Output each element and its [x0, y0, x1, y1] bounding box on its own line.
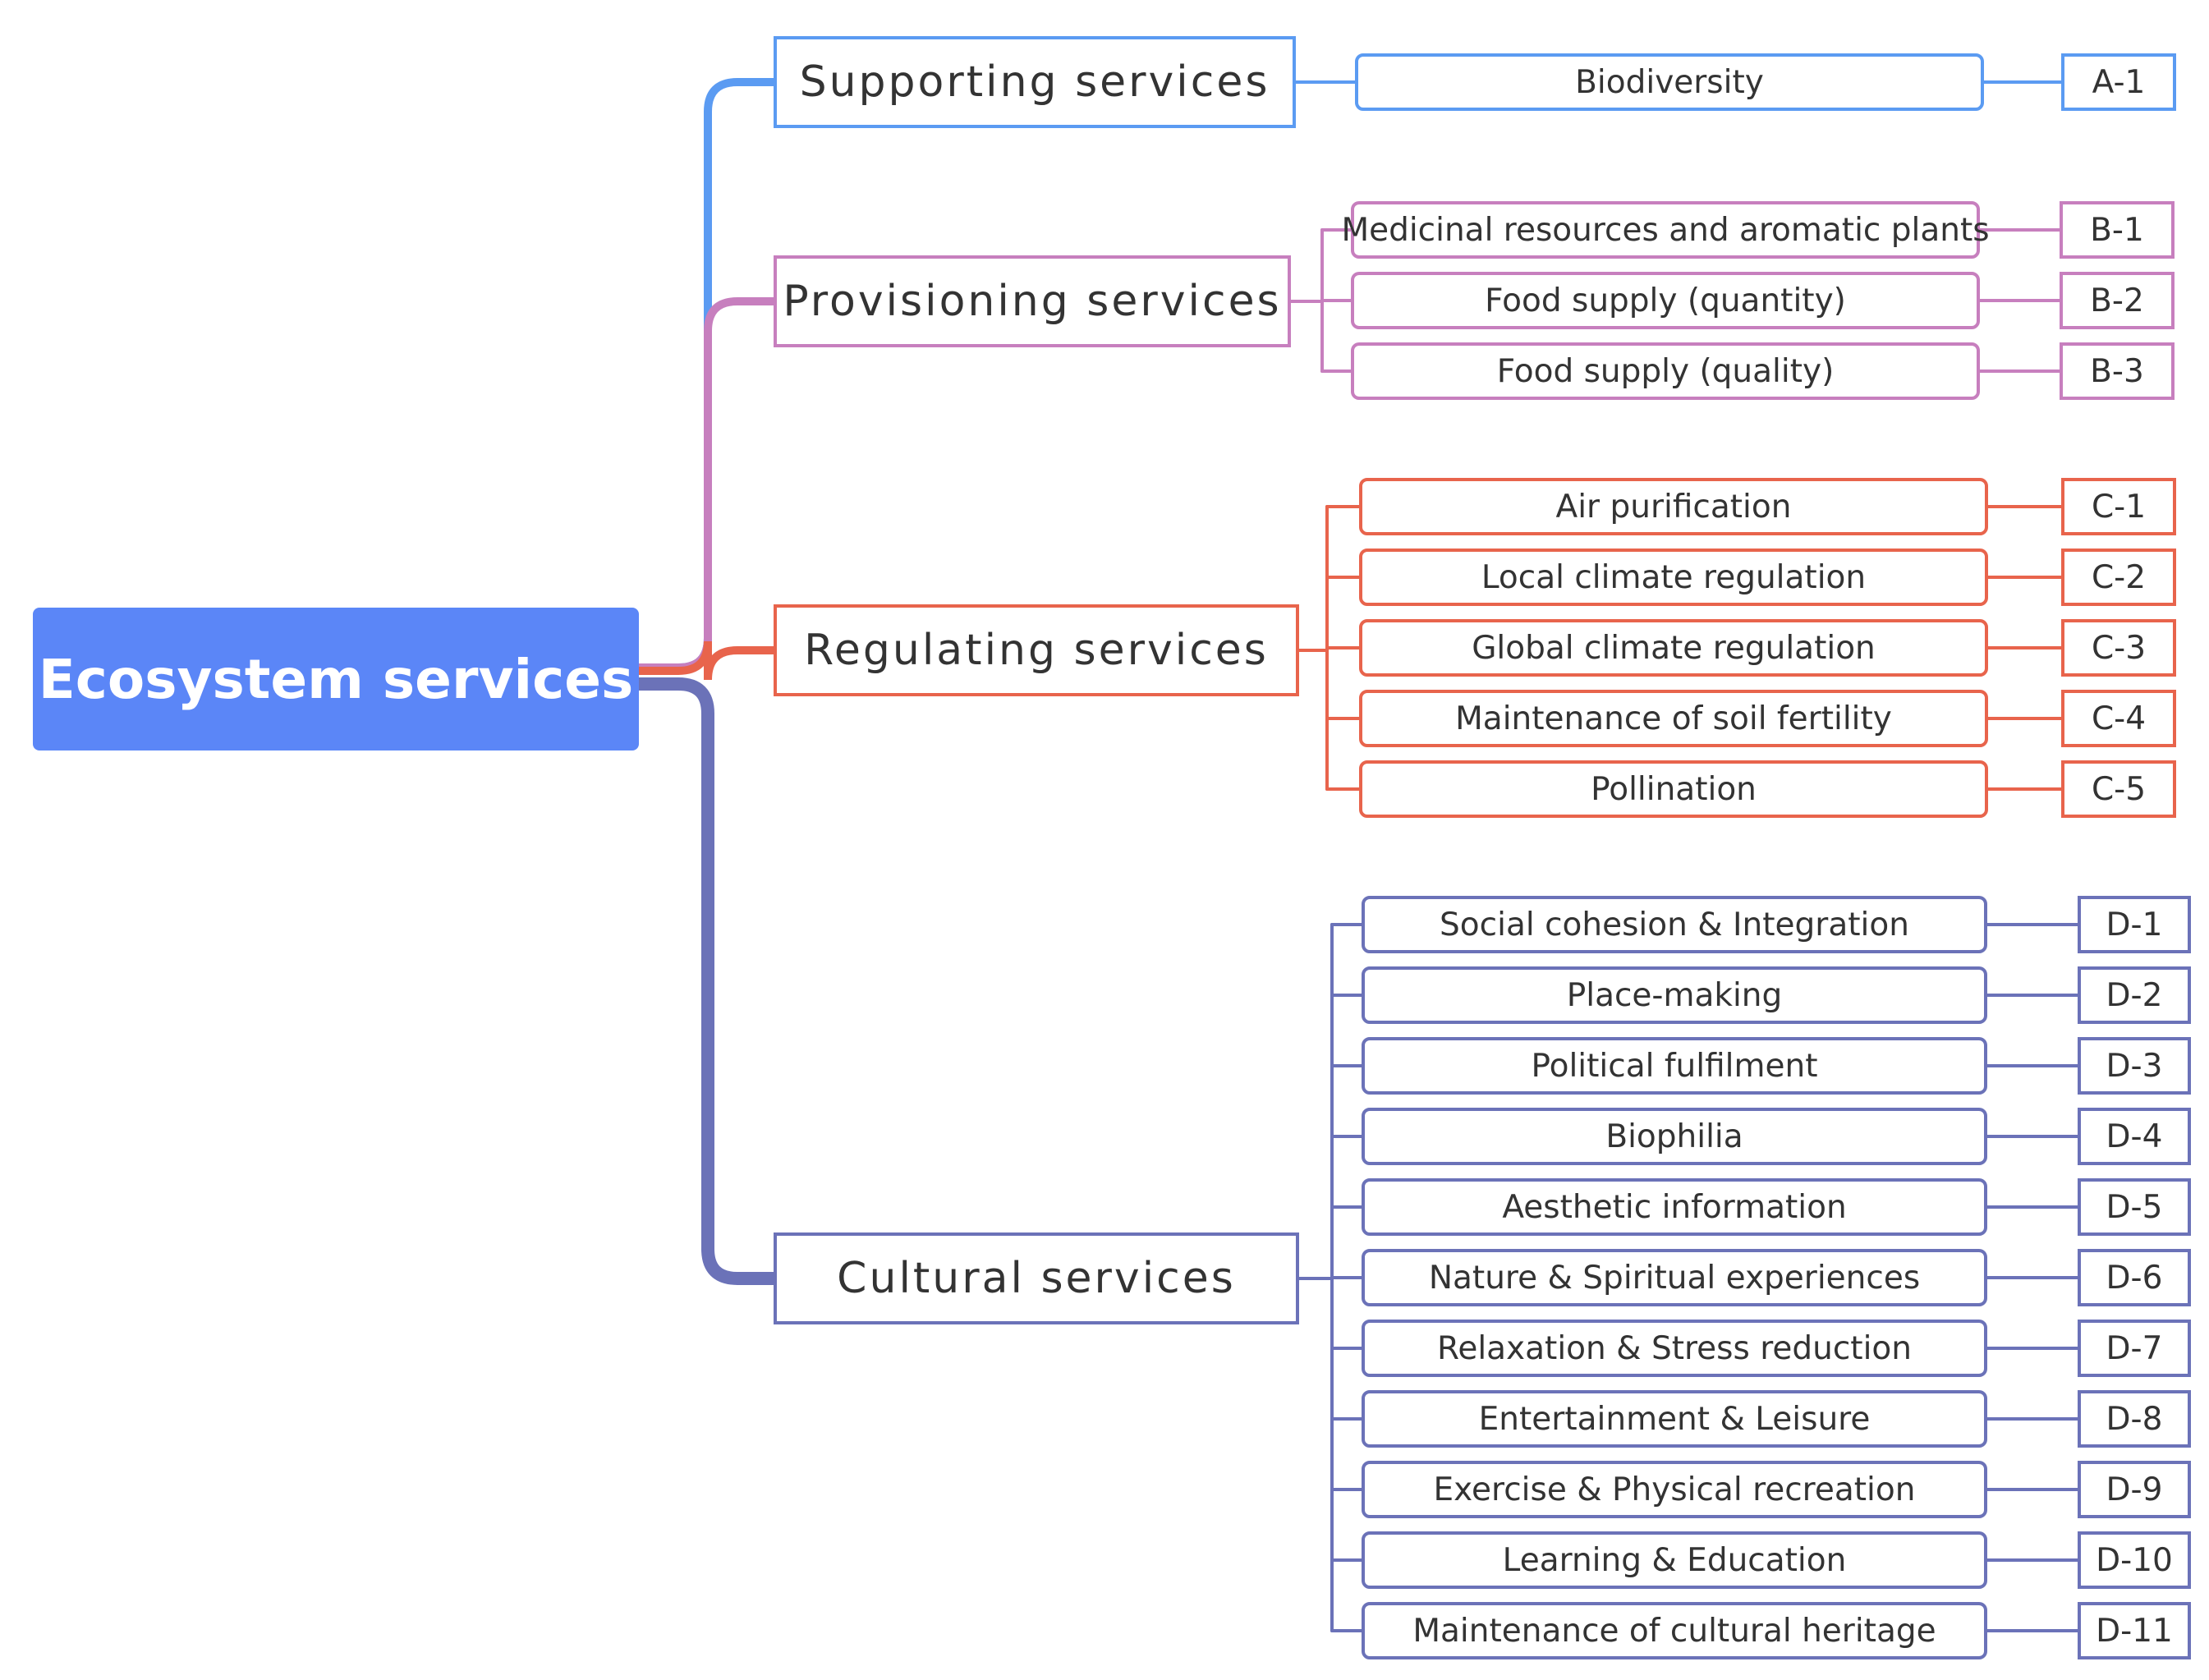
service-code: D-9 — [2078, 1461, 2191, 1518]
service-code: D-2 — [2078, 966, 2191, 1024]
service-code: B-2 — [2060, 272, 2175, 329]
service-code: C-4 — [2061, 690, 2176, 747]
category-2: Regulating services — [774, 604, 1299, 696]
service-code: D-5 — [2078, 1178, 2191, 1236]
root-node: Ecosystem services — [33, 608, 639, 750]
service-code: D-11 — [2078, 1602, 2191, 1659]
service-item: Place-making — [1362, 966, 1987, 1024]
service-item: Social cohesion & Integration — [1362, 896, 1987, 953]
service-code: C-2 — [2061, 549, 2176, 606]
service-code: D-4 — [2078, 1108, 2191, 1165]
service-code: D-6 — [2078, 1249, 2191, 1306]
category-3: Cultural services — [774, 1232, 1299, 1324]
service-item: Aesthetic information — [1362, 1178, 1987, 1236]
service-item: Relaxation & Stress reduction — [1362, 1320, 1987, 1377]
service-code: C-1 — [2061, 478, 2176, 535]
service-item: Pollination — [1359, 760, 1988, 818]
service-code: D-3 — [2078, 1037, 2191, 1095]
service-item: Nature & Spiritual experiences — [1362, 1249, 1987, 1306]
service-item: Food supply (quality) — [1351, 342, 1980, 400]
service-code: C-3 — [2061, 619, 2176, 677]
service-code: D-8 — [2078, 1390, 2191, 1448]
service-item: Entertainment & Leisure — [1362, 1390, 1987, 1448]
service-code: D-1 — [2078, 896, 2191, 953]
service-item: Global climate regulation — [1359, 619, 1988, 677]
service-item: Maintenance of cultural heritage — [1362, 1602, 1987, 1659]
service-code: C-5 — [2061, 760, 2176, 818]
category-1: Provisioning services — [774, 255, 1291, 347]
service-item: Local climate regulation — [1359, 549, 1988, 606]
service-code: B-1 — [2060, 201, 2175, 259]
service-code: A-1 — [2061, 53, 2176, 111]
category-0: Supporting services — [774, 36, 1296, 128]
service-item: Learning & Education — [1362, 1531, 1987, 1589]
service-item: Biodiversity — [1355, 53, 1984, 111]
service-item: Air purification — [1359, 478, 1988, 535]
service-item: Food supply (quantity) — [1351, 272, 1980, 329]
service-item: Political fulfilment — [1362, 1037, 1987, 1095]
service-code: B-3 — [2060, 342, 2175, 400]
service-item: Exercise & Physical recreation — [1362, 1461, 1987, 1518]
service-code: D-7 — [2078, 1320, 2191, 1377]
service-item: Maintenance of soil fertility — [1359, 690, 1988, 747]
service-item: Medicinal resources and aromatic plants — [1341, 201, 1990, 259]
service-code: D-10 — [2078, 1531, 2191, 1589]
service-item: Biophilia — [1362, 1108, 1987, 1165]
